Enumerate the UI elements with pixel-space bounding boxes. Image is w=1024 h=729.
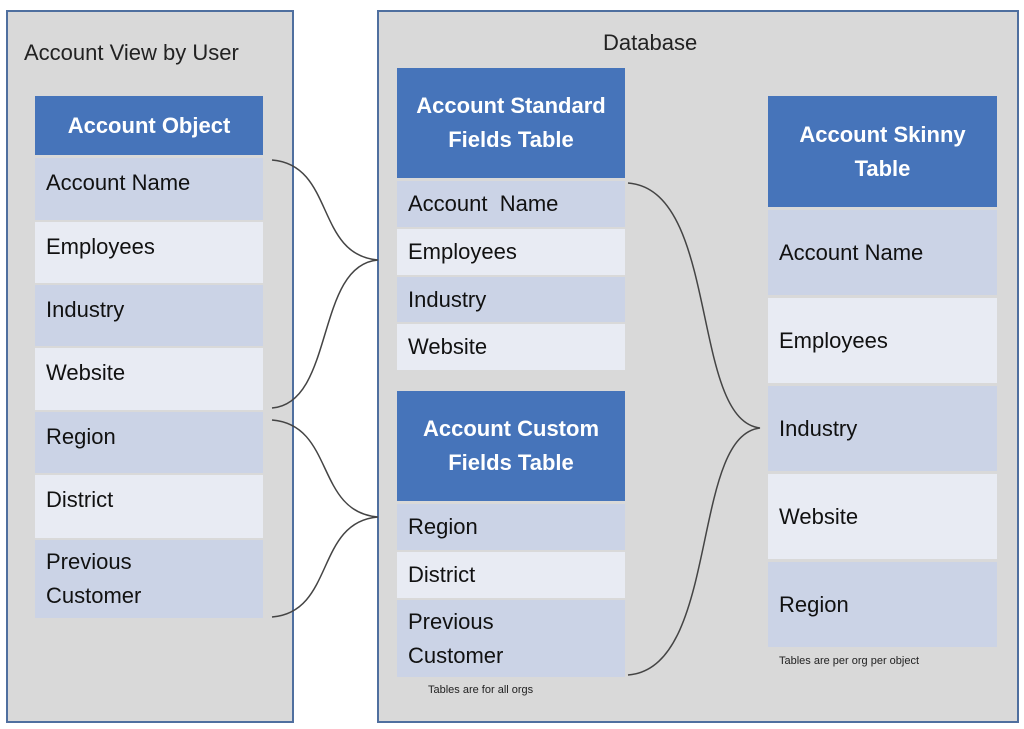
table-row: Account Name <box>397 181 625 227</box>
table-row: Employees <box>35 222 263 283</box>
table-row: Account Name <box>35 158 263 220</box>
table-row: Industry <box>35 285 263 346</box>
table-row: Region <box>35 412 263 473</box>
note-per-org: Tables are per org per object <box>779 655 920 667</box>
table-row: District <box>397 552 625 598</box>
note-all-orgs: Tables are for all orgs <box>428 684 534 696</box>
table-row: District <box>35 475 263 538</box>
database-title: Database <box>603 30 698 55</box>
table-header: Account Skinny Table <box>768 96 997 207</box>
table-row: Website <box>397 324 625 370</box>
table-row: Industry <box>768 386 997 471</box>
table-header: Account Custom Fields Table <box>397 391 625 501</box>
account-view-title: Account View by User <box>24 40 239 65</box>
brace-custom <box>271 419 379 618</box>
brace-standard <box>271 159 379 409</box>
table-header: Account Standard Fields Table <box>397 68 625 178</box>
table-row: Website <box>768 474 997 559</box>
table-row: Previous Customer <box>35 540 263 618</box>
table-row: Region <box>397 504 625 550</box>
table-row: Employees <box>768 298 997 383</box>
table-row: Region <box>768 562 997 647</box>
table-row: Account Name <box>768 210 997 295</box>
table-row: Employees <box>397 229 625 275</box>
table-header: Account Object <box>35 96 263 155</box>
table-row: Industry <box>397 277 625 322</box>
brace-skinny <box>627 182 761 676</box>
table-row: Website <box>35 348 263 410</box>
table-row: Previous Customer <box>397 600 625 677</box>
